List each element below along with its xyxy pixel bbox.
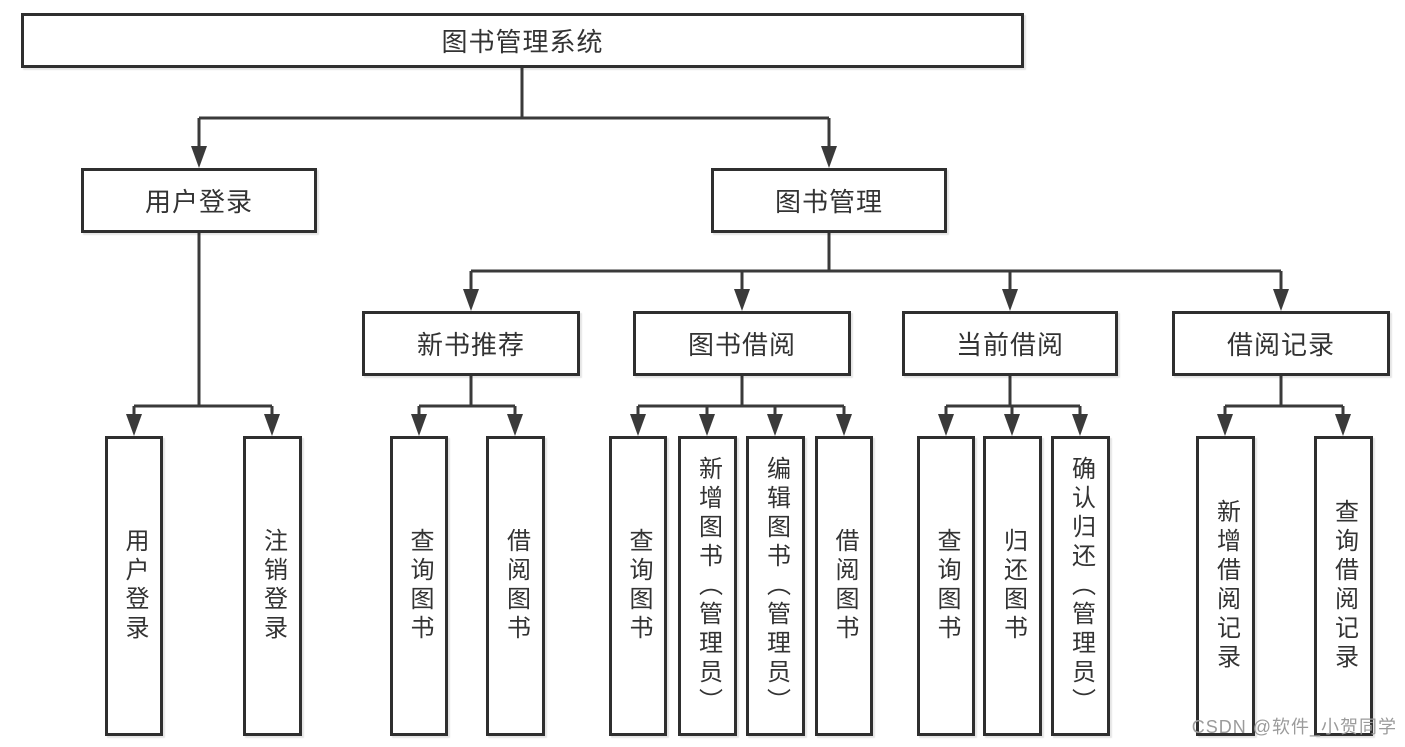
node-current-borrow: 当前借阅 [902,311,1118,376]
leaf-query-books-recommend: 查询图书 [390,436,448,736]
leaf-borrow-books-recommend: 借阅图书 [486,436,545,736]
node-user-login: 用户登录 [81,168,317,233]
node-new-book-recommend: 新书推荐 [362,311,580,376]
arrowheads [126,146,1351,436]
leaf-add-book-admin: 新增图书（管理员） [678,436,737,736]
leaf-query-books-borrow: 查询图书 [609,436,667,736]
csdn-watermark: CSDN @软件_小贺同学 [1191,717,1397,737]
leaf-add-borrow-record: 新增借阅记录 [1196,436,1255,736]
node-book-borrow: 图书借阅 [633,311,851,376]
leaf-borrow-books: 借阅图书 [815,436,873,736]
leaf-confirm-return-admin: 确认归还（管理员） [1051,436,1110,736]
leaf-query-books-current: 查询图书 [917,436,975,736]
node-book-management: 图书管理 [711,168,947,233]
leaf-user-login: 用户登录 [105,436,163,736]
leaf-edit-book-admin: 编辑图书（管理员） [746,436,805,736]
node-root-library-management-system: 图书管理系统 [21,13,1024,68]
leaf-query-borrow-record: 查询借阅记录 [1314,436,1373,736]
leaf-logout: 注销登录 [243,436,302,736]
node-borrow-records: 借阅记录 [1172,311,1390,376]
leaf-return-book: 归还图书 [983,436,1042,736]
